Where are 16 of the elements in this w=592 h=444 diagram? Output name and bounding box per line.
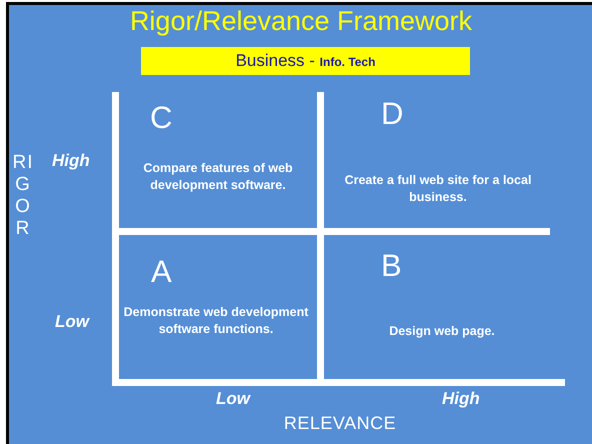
- title: Rigor/Relevance Framework: [128, 6, 474, 36]
- subtitle-banner: Business - Info. Tech: [141, 47, 470, 75]
- axis-level-label: High: [52, 151, 90, 171]
- quadrant-letter: A: [151, 256, 172, 287]
- axis-level-label: Low: [216, 389, 250, 409]
- quadrant-letter: C: [150, 102, 172, 133]
- quadrant-description: Compare features of web development software.: [142, 160, 294, 194]
- axis-level-label: High: [442, 389, 480, 409]
- quadrant-description: Design web page.: [388, 323, 496, 340]
- axis-title: RIGOR: [12, 152, 34, 240]
- quadrant-letter: D: [381, 98, 404, 129]
- quadrant-description: Demonstrate web development software functions.: [122, 304, 310, 338]
- quadrant-letter: B: [381, 250, 402, 281]
- quadrant-description: Create a full web site for a local business.: [344, 172, 532, 206]
- axis-title: RELEVANCE: [282, 413, 398, 434]
- axis-level-label: Low: [55, 312, 89, 332]
